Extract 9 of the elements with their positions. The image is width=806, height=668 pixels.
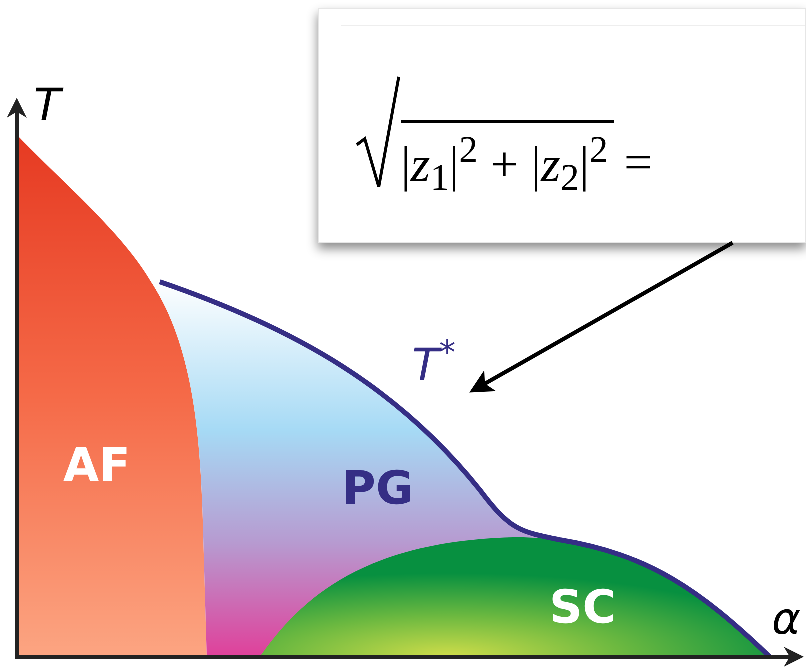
arrow [470, 241, 734, 393]
axis-label: α [772, 598, 802, 642]
phase-label: SC [550, 584, 616, 630]
formula-card [318, 8, 806, 243]
phase-label: PG [342, 465, 414, 511]
formula-text: |z$_{1}$|$^{2}$ + |z$_{2}$|$^{2}$ [401, 120, 614, 195]
formula-text: = [623, 137, 652, 192]
curve-label: T$^{*}$ [395, 335, 473, 397]
phase-label: AF [63, 442, 131, 488]
